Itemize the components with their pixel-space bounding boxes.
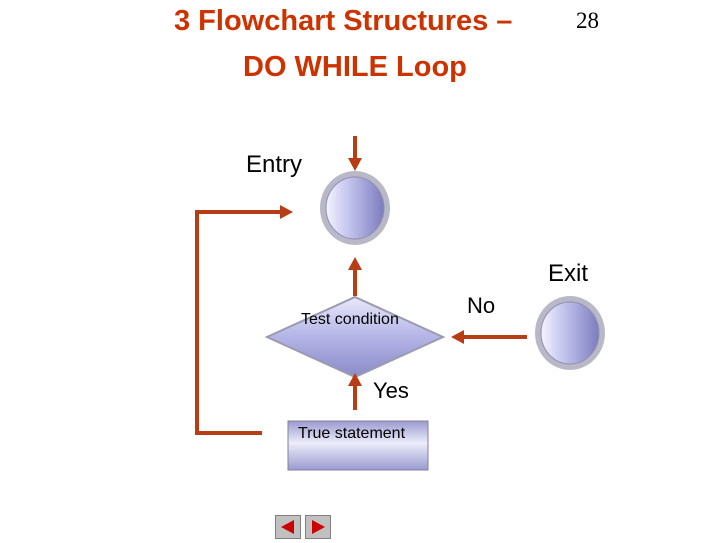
exit-label: Exit xyxy=(548,260,589,287)
loop-back-line xyxy=(195,205,293,435)
no-arrow xyxy=(451,330,527,344)
page-number: 28 xyxy=(576,8,599,33)
condition-text: Test condition xyxy=(301,311,399,328)
prev-slide-button[interactable] xyxy=(275,515,301,539)
slide-title-line2: DO WHILE Loop xyxy=(243,51,467,83)
statement-box xyxy=(287,420,429,471)
decision-diamond xyxy=(264,295,446,379)
yes-label: Yes xyxy=(373,378,409,403)
connector-circle-top xyxy=(320,171,390,245)
entry-arrow xyxy=(348,136,362,171)
loop-up-arrow xyxy=(348,257,362,296)
next-slide-button[interactable] xyxy=(305,515,331,539)
yes-arrow xyxy=(348,373,362,410)
slide-title-line1: 3 Flowchart Structures – xyxy=(174,5,513,37)
exit-circle xyxy=(535,296,605,370)
entry-label: Entry xyxy=(246,151,303,178)
no-label: No xyxy=(467,293,496,318)
triangle-right-icon xyxy=(312,520,325,534)
statement-text: True statement xyxy=(298,425,406,442)
triangle-left-icon xyxy=(281,520,294,534)
